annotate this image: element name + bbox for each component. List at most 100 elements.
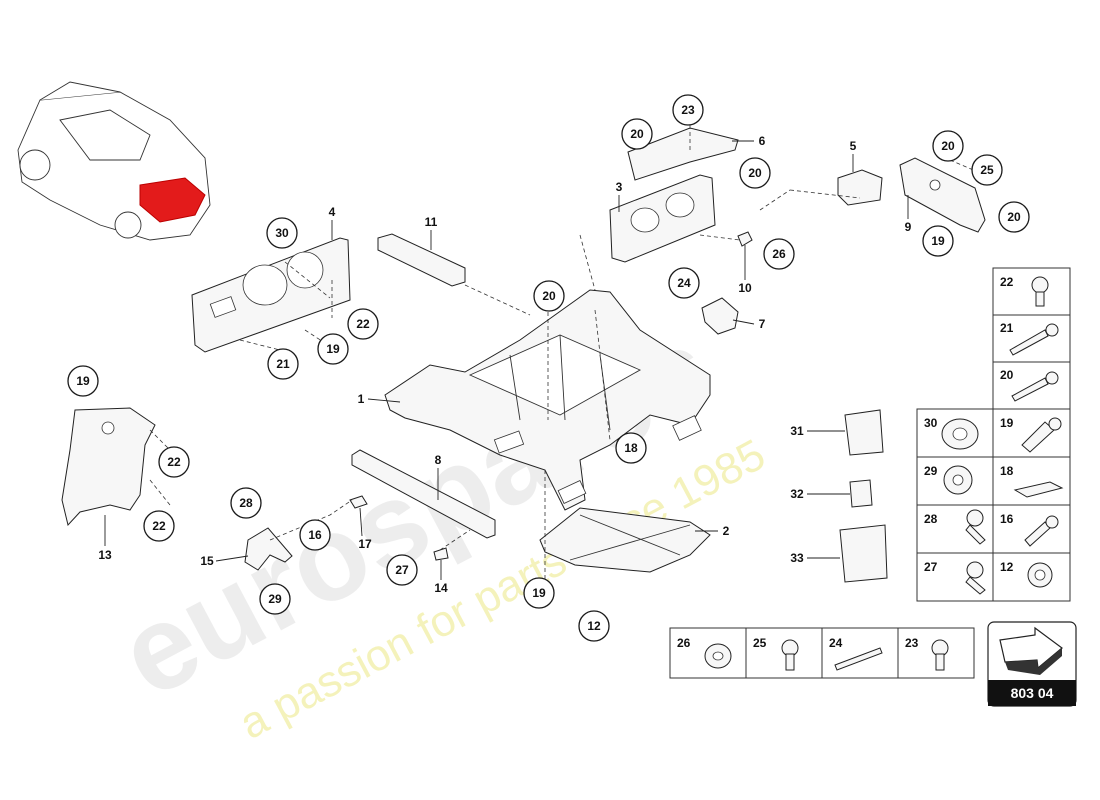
part-31: [844, 409, 884, 456]
svg-text:24: 24: [677, 276, 691, 290]
svg-text:22: 22: [356, 317, 370, 331]
part-5-block: [837, 169, 883, 206]
table-right-16: 16: [1000, 512, 1014, 526]
table-right-21: 21: [1000, 321, 1014, 335]
rivet-24-icon: [834, 647, 883, 671]
bolt-28-icon: [965, 509, 986, 545]
svg-text:28: 28: [239, 496, 253, 510]
callout-19: 19: [523, 577, 555, 609]
screw-25-icon: [781, 639, 799, 671]
callout-22: 22: [143, 510, 175, 542]
svg-text:19: 19: [931, 234, 945, 248]
table-right-18: 18: [1000, 464, 1014, 478]
svg-text:20: 20: [941, 139, 955, 153]
label-10: 10: [738, 281, 752, 295]
car-thumbnail: [17, 81, 211, 241]
label-4: 4: [329, 205, 336, 219]
label-14: 14: [434, 581, 448, 595]
svg-text:22: 22: [152, 519, 166, 533]
svg-text:27: 27: [395, 563, 409, 577]
part-11-bar: [377, 233, 466, 287]
rivet-20-icon: [1011, 371, 1059, 402]
callout-20: 20: [998, 201, 1030, 233]
svg-text:25: 25: [980, 163, 994, 177]
callout-28: 28: [230, 487, 262, 519]
callout-21: 21: [267, 348, 299, 380]
table-right-28: 28: [924, 512, 938, 526]
part-1-main-frame: [384, 289, 711, 511]
part-33: [839, 524, 888, 583]
part-10-clip: [737, 231, 753, 247]
highlighted-frame-area: [139, 177, 206, 223]
table-bottom-24: 24: [829, 636, 843, 650]
svg-text:30: 30: [275, 226, 289, 240]
nut-29-icon: [943, 465, 973, 495]
part-14-clip: [433, 547, 449, 561]
part-labels: 4 11 1 13 3 6 5 9 10 7 8 2 15 17 14 31 3…: [98, 134, 911, 595]
reference-code: 803 04: [1011, 685, 1054, 701]
svg-text:22: 22: [167, 455, 181, 469]
svg-text:19: 19: [326, 342, 340, 356]
bolt-27-icon: [965, 561, 986, 595]
svg-text:12: 12: [587, 619, 601, 633]
foam-18-icon: [1013, 481, 1064, 498]
callout-19: 19: [67, 365, 99, 397]
svg-text:18: 18: [624, 441, 638, 455]
svg-text:23: 23: [681, 103, 695, 117]
label-11: 11: [425, 215, 438, 229]
part-2-plate: [539, 507, 711, 573]
screw-19-icon: [1021, 417, 1062, 453]
callout-27: 27: [386, 554, 418, 586]
callout-20: 20: [739, 157, 771, 189]
table-right-12: 12: [1000, 560, 1014, 574]
label-31: 31: [790, 424, 804, 438]
label-3: 3: [616, 180, 623, 194]
label-32: 32: [790, 487, 804, 501]
callout-20: 20: [932, 130, 964, 162]
label-15: 15: [200, 554, 214, 568]
svg-text:29: 29: [268, 592, 282, 606]
table-right-19: 19: [1000, 416, 1014, 430]
callout-29: 29: [259, 583, 291, 615]
svg-text:21: 21: [276, 357, 290, 371]
label-5: 5: [850, 139, 857, 153]
table-bottom-25: 25: [753, 636, 767, 650]
label-6: 6: [759, 134, 766, 148]
label-17: 17: [358, 537, 372, 551]
callout-22: 22: [158, 446, 190, 478]
callout-24: 24: [668, 267, 700, 299]
bolt-22-icon: [1031, 276, 1049, 307]
callout-12: 12: [578, 610, 610, 642]
table-bottom-23: 23: [905, 636, 919, 650]
part-3-panel: [609, 174, 716, 263]
label-9: 9: [905, 220, 912, 234]
callout-20: 20: [533, 280, 565, 312]
table-right-22: 22: [1000, 275, 1014, 289]
svg-text:19: 19: [532, 586, 546, 600]
label-1: 1: [358, 392, 365, 406]
callout-25: 25: [971, 154, 1003, 186]
callout-30: 30: [266, 217, 298, 249]
callout-26: 26: [763, 238, 795, 270]
callout-22: 22: [347, 308, 379, 340]
callouts: 30 22 19 21 19 22 22 20 23 20 20 20 25 2…: [67, 94, 1030, 642]
rivet-21-icon: [1009, 323, 1059, 356]
part-7-bracket: [701, 297, 739, 335]
callout-18: 18: [615, 432, 647, 464]
svg-text:16: 16: [308, 528, 322, 542]
reference-box: 803 04: [987, 621, 1077, 707]
part-17-clip: [349, 495, 368, 509]
table-right-29: 29: [924, 464, 938, 478]
table-bottom-26: 26: [677, 636, 691, 650]
callout-23: 23: [672, 94, 704, 126]
label-8: 8: [435, 453, 442, 467]
clip-12-icon: [1027, 562, 1053, 588]
part-4-panel: [191, 237, 351, 353]
table-right-20: 20: [1000, 368, 1014, 382]
label-33: 33: [790, 551, 804, 565]
bolt-23-icon: [931, 639, 949, 671]
label-7: 7: [759, 317, 766, 331]
callout-16: 16: [299, 519, 331, 551]
label-2: 2: [723, 524, 730, 538]
